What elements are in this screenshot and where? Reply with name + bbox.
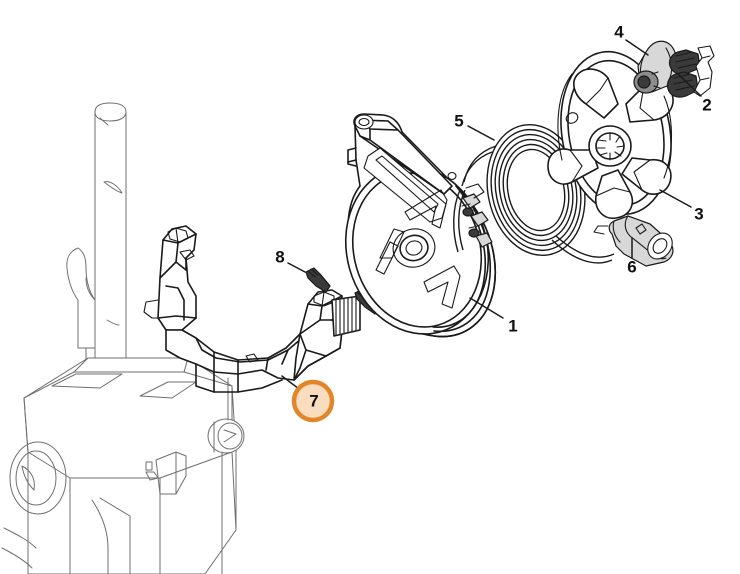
part-screw-upper [305, 267, 331, 293]
leader-4 [625, 39, 649, 56]
callout-label-4: 4 [614, 22, 624, 41]
leader-1 [469, 297, 504, 319]
callout-label-5: 5 [454, 111, 463, 130]
callout-label-1: 1 [508, 316, 517, 335]
handle-tube-ghost [66, 102, 145, 382]
callout-highlight-7[interactable]: 7 [291, 379, 335, 423]
part-support-bracket [143, 225, 361, 393]
part-screw-pair [666, 45, 715, 98]
part-rope-rotor [547, 50, 674, 220]
leader-5 [467, 125, 495, 141]
callout-label-7: 7 [309, 391, 318, 410]
callout-label-2: 2 [702, 95, 711, 114]
leader-8 [287, 262, 306, 273]
callout-label-6: 6 [627, 257, 636, 276]
part-starter-grip [593, 215, 674, 267]
part-starter-housing [344, 113, 497, 338]
machine-body-ghost [1, 102, 245, 574]
leader-2 [677, 73, 702, 97]
engine-housing-ghost [1, 357, 245, 574]
part-pawl-carrier-cone [633, 40, 679, 94]
callout-highlight-ring [291, 379, 335, 423]
leader-3 [659, 189, 692, 208]
callout-leaders [281, 39, 702, 393]
callout-label-8: 8 [275, 247, 284, 266]
callout-label-3: 3 [694, 204, 703, 223]
callout-labels: 1 2 3 4 5 6 8 [275, 22, 711, 335]
